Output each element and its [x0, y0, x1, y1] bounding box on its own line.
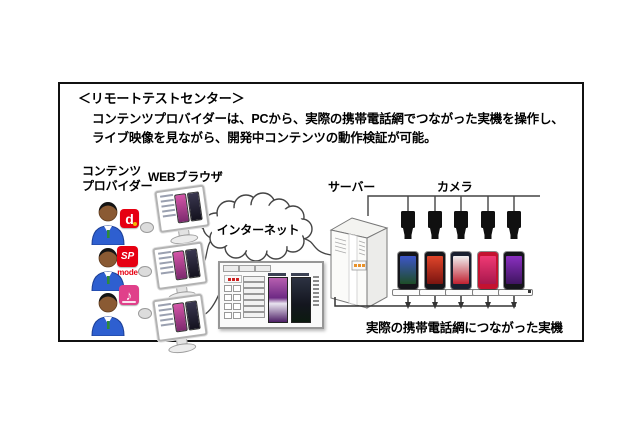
phone-screen: [427, 256, 443, 284]
phone-screen: [480, 256, 496, 284]
internet-cloud-icon: [202, 192, 313, 262]
monitor-screen: [154, 184, 210, 234]
camera-icon: [454, 211, 468, 239]
control-cell: [224, 294, 232, 301]
network-line: [334, 295, 516, 307]
web-browser-monitor-icon: [148, 184, 213, 248]
control-cell: [224, 285, 232, 292]
control-cell: [233, 303, 241, 310]
content-provider-person-icon: [91, 293, 125, 336]
live-phone-view-left: [268, 277, 288, 323]
control-button: [243, 294, 265, 300]
server-badge-lights: [354, 264, 365, 267]
control-button: [243, 300, 265, 306]
control-cell: [233, 312, 241, 319]
camera-label: カメラ: [437, 180, 473, 194]
monitor-screen: [152, 293, 208, 343]
description-line-1: コンテンツプロバイダーは、PCから、実際の携帯電話網でつながった実機を操作し、: [92, 112, 564, 126]
status-lamps: [224, 275, 242, 283]
control-button: [243, 312, 265, 318]
phone-icon: [504, 252, 524, 289]
music-service-icon: ♪: [119, 285, 139, 305]
control-button: [243, 276, 265, 282]
live-phone-view-right: [291, 277, 311, 323]
bottom-caption: 実際の携帯電話網につながった実機: [366, 321, 563, 335]
control-cell: [224, 312, 232, 319]
server-label: サーバー: [328, 180, 376, 194]
web-browser-label: WEBブラウザ: [148, 170, 223, 184]
server-icon: [329, 217, 389, 309]
browser-tab: [223, 265, 239, 272]
phone-icon: [478, 252, 498, 289]
camera-icon: [507, 211, 521, 239]
phone-icon: [425, 252, 445, 289]
phone-stand: [498, 289, 533, 296]
control-cell: [233, 294, 241, 301]
browser-tab: [239, 265, 255, 272]
d-menu-icon-letter: d: [125, 210, 134, 227]
info-text-line: [313, 284, 319, 286]
server-vents: [334, 237, 366, 256]
sp-mode-icon: SP: [117, 246, 138, 267]
content-provider-label-line2: プロバイダー: [82, 179, 153, 193]
info-text-line: [313, 292, 319, 294]
content-provider-label: コンテンツ プロバイダー: [82, 164, 153, 194]
control-button: [243, 282, 265, 288]
camera-icon: [481, 211, 495, 239]
d-menu-icon: d: [120, 209, 139, 228]
monitor-screen: [152, 241, 208, 291]
info-text-line: [313, 276, 319, 278]
info-text-line: [313, 280, 319, 282]
phone-icon: [451, 252, 471, 289]
camera-icons: [401, 211, 521, 239]
phone-screen: [400, 256, 416, 284]
info-text-line: [313, 300, 319, 302]
description-line-2: ライブ映像を見ながら、開発中コンテンツの動作検証が可能。: [92, 131, 437, 145]
control-cell: [224, 303, 232, 310]
info-text-line: [313, 288, 319, 290]
sp-mode-icon-sublabel: mode: [117, 268, 138, 277]
web-browser-monitor-icon: [146, 293, 211, 357]
sp-mode-icon-letters: SP: [120, 251, 135, 262]
info-text-line: [313, 296, 319, 298]
browser-screenshot-window: [218, 261, 324, 329]
phone-view-header: [268, 273, 286, 276]
control-button: [243, 288, 265, 294]
phone-screen: [506, 256, 522, 284]
browser-tab: [255, 265, 271, 272]
camera-wiring: [367, 195, 540, 216]
content-provider-label-line1: コンテンツ: [82, 164, 142, 178]
camera-icon: [401, 211, 415, 239]
music-note-glyph: ♪: [125, 287, 133, 303]
phone-screen: [453, 256, 469, 284]
content-provider-person-icon: [91, 248, 125, 291]
page-title: ＜リモートテストセンター＞: [78, 91, 245, 106]
down-arrows: [405, 302, 517, 309]
control-button: [243, 306, 265, 312]
info-text-line: [313, 304, 319, 306]
camera-icon: [428, 211, 442, 239]
mouse-icon: [138, 266, 152, 277]
mouse-icon: [138, 308, 152, 319]
phone-view-header: [291, 273, 309, 276]
content-provider-person-icon: [91, 202, 125, 245]
control-cell: [233, 285, 241, 292]
internet-label: インターネット: [216, 223, 300, 237]
mouse-icon: [140, 222, 154, 233]
phone-icon: [398, 252, 418, 289]
